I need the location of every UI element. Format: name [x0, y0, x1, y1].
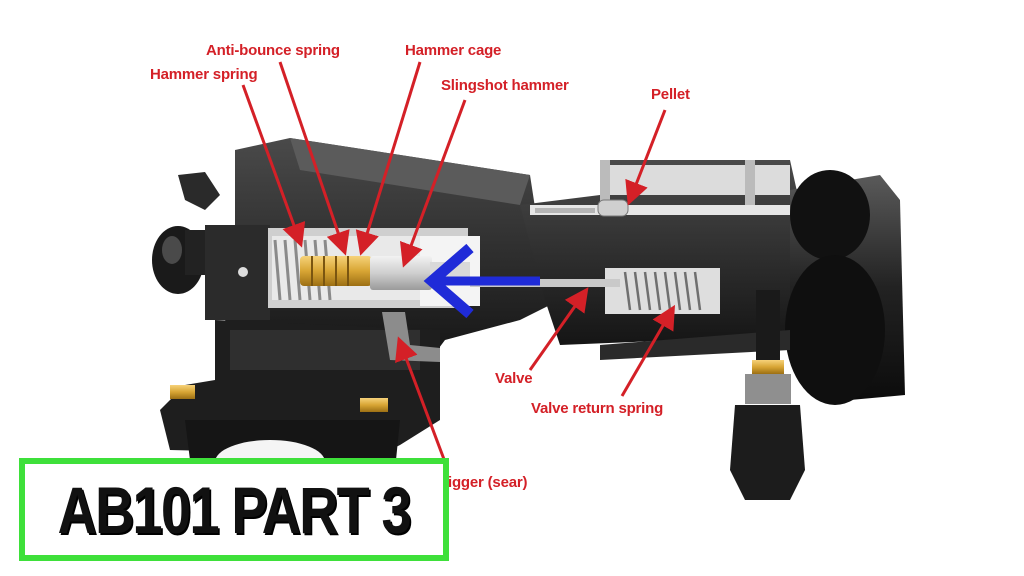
- label-hammer-cage: Hammer cage: [405, 42, 502, 59]
- valve-stem: [470, 279, 620, 287]
- leader-lines: [241, 61, 676, 463]
- label-trigger-sear: igger (sear): [448, 474, 528, 491]
- title-text: AB101 PART 3: [57, 472, 412, 547]
- direction-arrow: [423, 243, 540, 319]
- title-banner: AB101 PART 3: [19, 458, 449, 561]
- label-pellet: Pellet: [651, 86, 690, 103]
- label-anti-bounce-spring: Anti-bounce spring: [206, 42, 340, 59]
- receiver-body: [160, 138, 560, 484]
- valve-return-spring: [623, 271, 702, 311]
- label-valve-return-spring: Valve return spring: [531, 400, 664, 417]
- label-valve: Valve: [495, 370, 533, 387]
- slingshot-hammer: [370, 256, 432, 290]
- label-hammer-spring: Hammer spring: [150, 66, 258, 83]
- front-grip: [730, 290, 805, 500]
- label-slingshot-hammer: Slingshot hammer: [441, 77, 569, 94]
- pellet: [597, 199, 629, 217]
- barrel-housing: [520, 160, 800, 345]
